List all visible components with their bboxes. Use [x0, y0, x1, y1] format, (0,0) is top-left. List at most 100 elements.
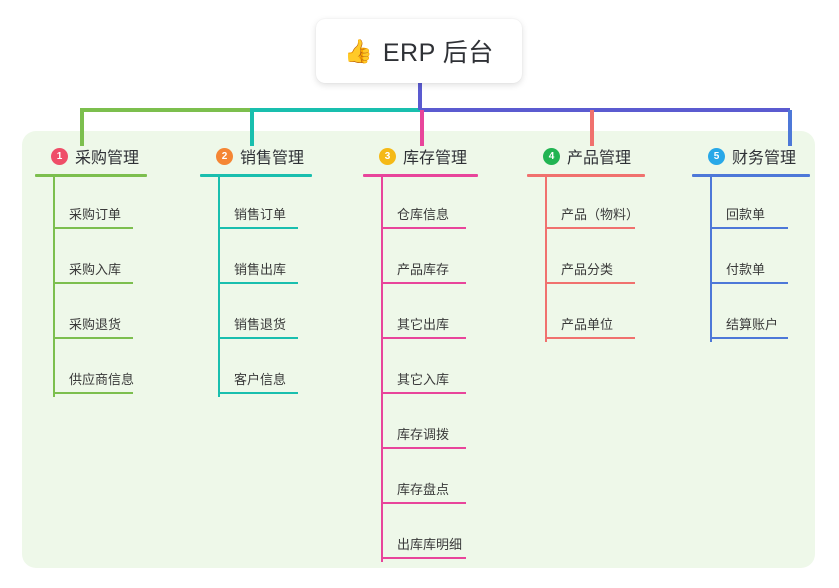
column-title: 销售管理: [240, 150, 305, 167]
thumbs-up-icon: 👍: [344, 37, 373, 64]
list-item-label: 销售出库: [234, 262, 287, 277]
column-underline: [363, 174, 478, 177]
column-items: 产品（物料） 产品分类产品单位: [527, 177, 682, 342]
list-item-label: 产品分类: [561, 262, 614, 277]
list-item-label: 销售订单: [234, 207, 287, 222]
list-item-underline: [53, 227, 133, 229]
list-item-underline: [218, 392, 298, 394]
list-item-label: 其它出库: [397, 317, 450, 332]
connector-drop-1: [80, 110, 84, 146]
list-item-label: 出库库明细: [397, 537, 463, 552]
connector-drop-5: [788, 110, 792, 146]
list-item-label: 产品库存: [397, 262, 450, 277]
list-item[interactable]: 出库库明细: [363, 507, 513, 562]
column-spine: [710, 177, 712, 342]
list-item-underline: [381, 337, 466, 339]
column-items: 销售订单销售出库销售退货客户信息: [200, 177, 350, 397]
list-item[interactable]: 其它出库: [363, 287, 513, 342]
connector-bus-segment-2: [250, 108, 422, 112]
list-item[interactable]: 产品单位: [527, 287, 682, 342]
list-item-label: 客户信息: [234, 372, 287, 387]
list-item[interactable]: 产品库存: [363, 232, 513, 287]
connector-bus-segment-3: [420, 108, 790, 112]
column-number-badge: 5: [708, 147, 725, 165]
list-item-label: 采购订单: [69, 207, 122, 222]
list-item[interactable]: 采购订单: [35, 177, 185, 232]
column-items: 采购订单采购入库采购退货供应商信息: [35, 177, 185, 397]
list-item[interactable]: 产品分类: [527, 232, 682, 287]
column-spine: [53, 177, 55, 397]
root-title: ERP 后台: [382, 39, 494, 67]
column-header-2[interactable]: 2 销售管理: [200, 144, 350, 168]
list-item[interactable]: 库存调拨: [363, 397, 513, 452]
list-item-underline: [218, 227, 298, 229]
list-item-underline: [545, 227, 635, 229]
column-underline: [527, 174, 645, 177]
list-item-label: 销售退货: [234, 317, 287, 332]
list-item-underline: [53, 392, 133, 394]
list-item[interactable]: 采购入库: [35, 232, 185, 287]
list-item[interactable]: 销售订单: [200, 177, 350, 232]
list-item-underline: [218, 282, 298, 284]
list-item[interactable]: 销售退货: [200, 287, 350, 342]
column-header-4[interactable]: 4 产品管理: [527, 144, 682, 168]
connector-drop-2: [250, 110, 254, 146]
column-number-badge: 3: [379, 147, 396, 165]
list-item-underline: [545, 282, 635, 284]
list-item[interactable]: 库存盘点: [363, 452, 513, 507]
list-item[interactable]: 销售出库: [200, 232, 350, 287]
column-2: 2 销售管理销售订单销售出库销售退货客户信息: [200, 144, 350, 397]
list-item[interactable]: 仓库信息: [363, 177, 513, 232]
list-item[interactable]: 供应商信息: [35, 342, 185, 397]
list-item-underline: [381, 502, 466, 504]
column-number-badge: 4: [543, 147, 560, 165]
list-item-label: 结算账户: [726, 317, 779, 332]
list-item-label: 库存调拨: [397, 427, 450, 442]
list-item-underline: [381, 282, 466, 284]
connector-stem: [418, 83, 422, 110]
column-header-5[interactable]: 5 财务管理: [692, 144, 837, 168]
list-item[interactable]: 客户信息: [200, 342, 350, 397]
list-item[interactable]: 付款单: [692, 232, 837, 287]
list-item-underline: [381, 392, 466, 394]
list-item-label: 供应商信息: [69, 372, 135, 387]
list-item[interactable]: 产品（物料）: [527, 177, 682, 232]
list-item-underline: [218, 337, 298, 339]
list-item[interactable]: 采购退货: [35, 287, 185, 342]
list-item-label: 采购退货: [69, 317, 122, 332]
list-item-label: 仓库信息: [397, 207, 450, 222]
column-title: 财务管理: [732, 150, 797, 167]
list-item[interactable]: 其它入库: [363, 342, 513, 397]
list-item-underline: [710, 227, 788, 229]
list-item-label: 库存盘点: [397, 482, 450, 497]
list-item[interactable]: 回款单: [692, 177, 837, 232]
connector-bus-segment-1: [80, 108, 252, 112]
column-4: 4 产品管理产品（物料） 产品分类产品单位: [527, 144, 682, 342]
list-item-underline: [381, 227, 466, 229]
column-items: 回款单付款单结算账户: [692, 177, 837, 342]
column-title: 产品管理: [567, 150, 632, 167]
column-underline: [35, 174, 147, 177]
column-underline: [200, 174, 312, 177]
diagram-panel: [22, 131, 815, 568]
list-item-underline: [381, 447, 466, 449]
list-item-underline: [710, 337, 788, 339]
column-spine: [381, 177, 383, 562]
list-item[interactable]: 结算账户: [692, 287, 837, 342]
list-item-underline: [710, 282, 788, 284]
column-items: 仓库信息产品库存其它出库其它入库库存调拨库存盘点出库库明细: [363, 177, 513, 562]
root-node-card[interactable]: 👍 ERP 后台: [316, 19, 522, 83]
column-spine: [218, 177, 220, 397]
column-number-badge: 1: [51, 147, 68, 165]
column-spine: [545, 177, 547, 342]
list-item-label: 采购入库: [69, 262, 122, 277]
list-item-label: 付款单: [726, 262, 766, 277]
column-number-badge: 2: [216, 147, 233, 165]
list-item-underline: [381, 557, 466, 559]
connector-drop-3: [420, 110, 424, 146]
column-underline: [692, 174, 810, 177]
